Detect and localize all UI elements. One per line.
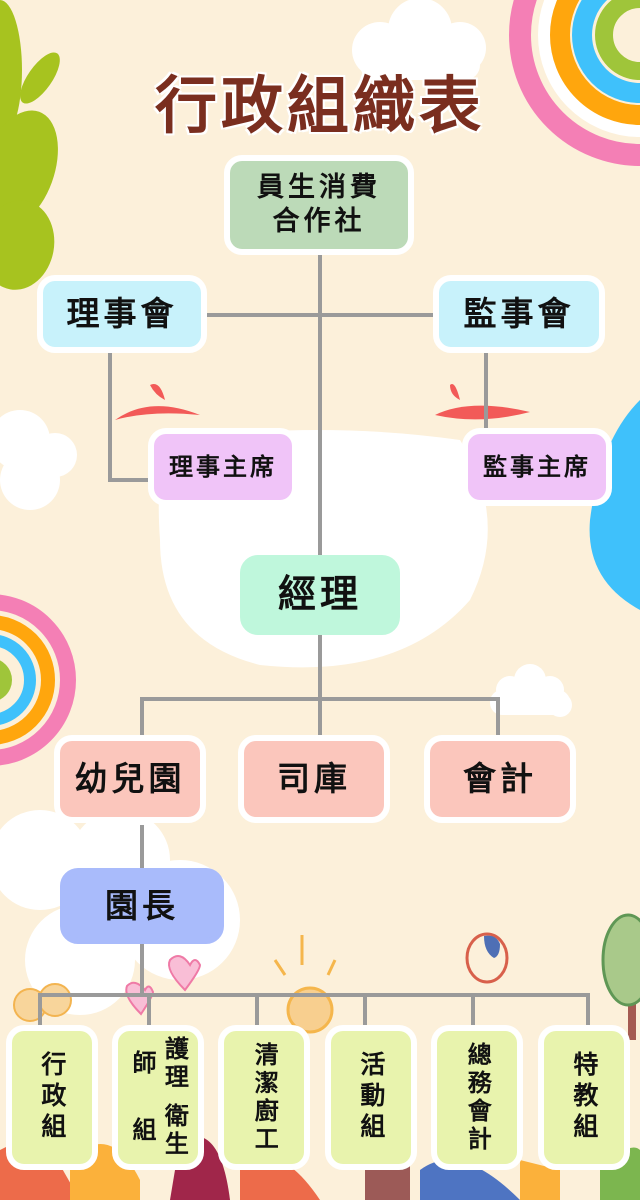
node-principal: 園長 bbox=[60, 868, 224, 944]
node-label-col1: 總務 bbox=[463, 1041, 492, 1098]
node-label: 司庫 bbox=[277, 759, 351, 799]
node-label-col1: 清潔 bbox=[250, 1041, 279, 1098]
node-label-col2: 廚工 bbox=[250, 1097, 279, 1154]
node-dept-accounting: 會計 bbox=[424, 735, 576, 823]
tree-icon bbox=[601, 913, 640, 1040]
node-label: 特教組 bbox=[569, 1051, 599, 1144]
node-supervisor-chair: 監事主席 bbox=[462, 428, 612, 506]
node-dept-kindergarten: 幼兒園 bbox=[54, 735, 206, 823]
leaf-plant-icon bbox=[0, 0, 60, 290]
splash-icon bbox=[115, 384, 530, 420]
node-cooperative-line2: 合作社 bbox=[272, 206, 366, 237]
node-label: 幼兒園 bbox=[74, 759, 186, 799]
node-label: 理事主席 bbox=[169, 453, 277, 481]
page-title: 行政組織表 bbox=[154, 69, 485, 142]
node-director-chair: 理事主席 bbox=[148, 428, 298, 506]
node-label: 理事會 bbox=[66, 294, 178, 334]
node-cooperative: 員生消費 合作社 bbox=[224, 155, 414, 255]
node-label: 行政組 bbox=[37, 1051, 67, 1144]
node-label: 監事會 bbox=[463, 294, 575, 334]
sun-doodle-icon bbox=[273, 935, 337, 1034]
node-dept-treasurer: 司庫 bbox=[238, 735, 390, 823]
node-group-activities: 活動組 bbox=[325, 1025, 417, 1170]
node-group-special-ed: 特教組 bbox=[538, 1025, 630, 1170]
node-board-of-directors: 理事會 bbox=[37, 275, 207, 353]
node-label: 園長 bbox=[105, 886, 179, 926]
node-board-of-supervisors: 監事會 bbox=[433, 275, 605, 353]
node-label: 監事主席 bbox=[483, 453, 591, 481]
flower-doodle-icon bbox=[13, 983, 72, 1022]
node-label: 活動組 bbox=[356, 1051, 386, 1144]
rainbow-icon-left bbox=[0, 594, 76, 766]
heart-icon bbox=[125, 955, 202, 1016]
cloud-icon-left bbox=[0, 410, 77, 510]
node-group-cleaning-kitchen: 清潔 廚工 bbox=[218, 1025, 310, 1170]
node-label-col1: 護理師 bbox=[128, 1036, 189, 1093]
node-label: 經理 bbox=[277, 572, 362, 617]
node-label-col2: 衛生組 bbox=[128, 1102, 189, 1159]
node-label-col2: 會計 bbox=[463, 1097, 492, 1154]
node-group-admin: 行政組 bbox=[6, 1025, 98, 1170]
node-group-nurse-health: 護理師 衛生組 bbox=[112, 1025, 204, 1170]
node-label: 會計 bbox=[463, 759, 537, 799]
node-cooperative-line1: 員生消費 bbox=[257, 172, 381, 204]
node-manager: 經理 bbox=[240, 555, 400, 635]
cloud-icon-right bbox=[490, 664, 572, 717]
beetle-doodle-icon bbox=[465, 932, 509, 984]
node-group-general-accounting: 總務 會計 bbox=[431, 1025, 523, 1170]
